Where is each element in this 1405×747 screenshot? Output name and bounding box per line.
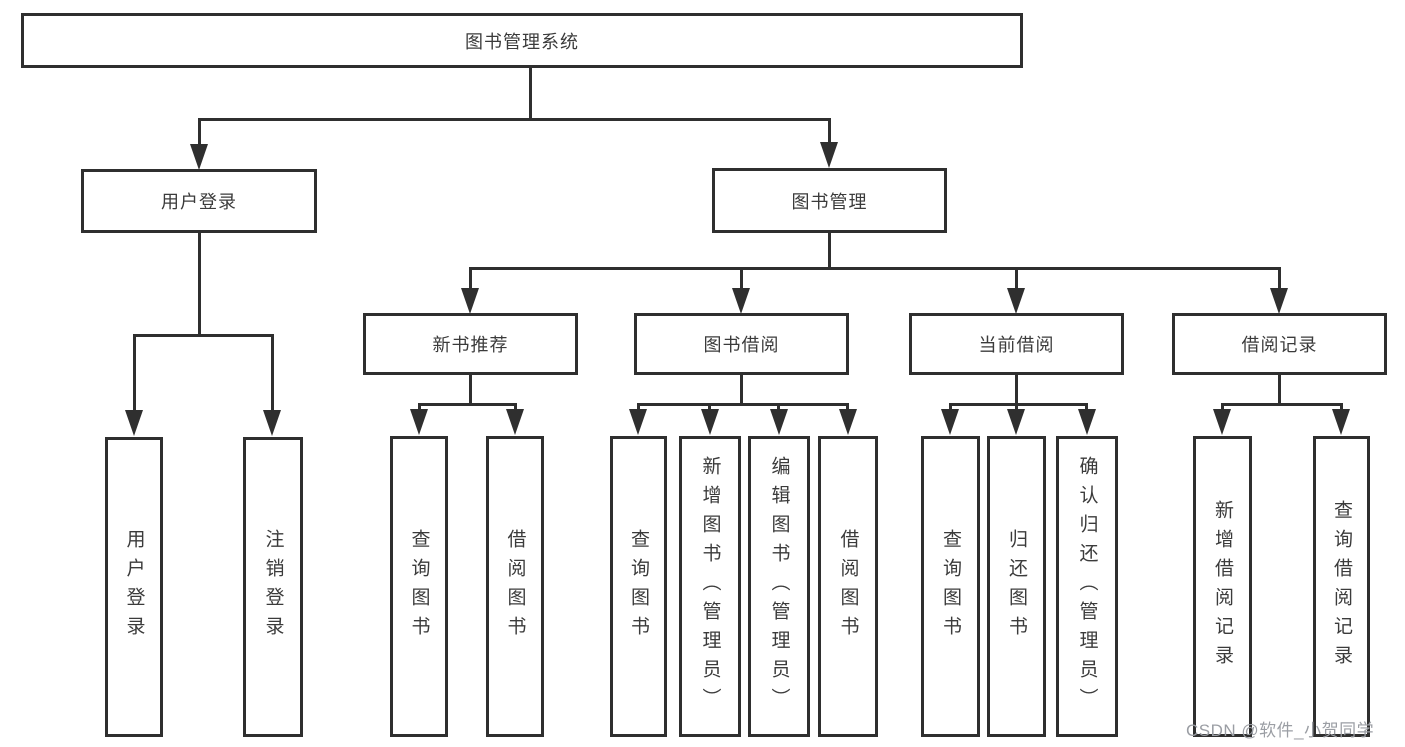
arrow-down-icon xyxy=(629,409,647,435)
node-user-login: 用户登录 xyxy=(81,169,317,233)
connector-line xyxy=(949,404,952,411)
connector-line xyxy=(708,404,711,411)
arrow-down-icon xyxy=(461,288,479,314)
connector-line xyxy=(1221,403,1343,406)
connector-line xyxy=(828,118,831,144)
arrow-down-icon xyxy=(125,410,143,436)
node-borrow-record: 借阅记录 xyxy=(1172,313,1387,375)
connector-line xyxy=(469,375,472,406)
arrow-down-icon xyxy=(820,142,838,168)
leaf-newbook-query-books: 查询图书 xyxy=(390,436,448,737)
connector-line xyxy=(514,404,517,411)
node-current-borrow-label: 当前借阅 xyxy=(978,335,1055,355)
connector-line xyxy=(1015,375,1018,406)
connector-line xyxy=(133,334,136,412)
leaf-borrow-add-books-admin: 新增图书（管理员） xyxy=(679,436,741,737)
connector-line xyxy=(846,404,849,411)
leaf-borrow-query-books: 查询图书 xyxy=(610,436,667,737)
node-new-book-recommend-label: 新书推荐 xyxy=(432,335,509,355)
leaf-logout: 注销登录 xyxy=(243,437,303,737)
arrow-down-icon xyxy=(1332,409,1350,435)
leaf-current-return-books: 归还图书 xyxy=(987,436,1046,737)
node-borrow-record-label: 借阅记录 xyxy=(1241,335,1318,355)
leaf-current-confirm-return-admin: 确认归还（管理员） xyxy=(1056,436,1118,737)
node-book-management: 图书管理 xyxy=(712,168,947,233)
leaf-newbook-borrow-books-label: 借阅图书 xyxy=(504,528,526,645)
connector-line xyxy=(1085,404,1088,411)
connector-line xyxy=(469,267,1281,270)
csdn-watermark: CSDN @软件_小贺同学 xyxy=(1186,721,1375,740)
node-library-system: 图书管理系统 xyxy=(21,13,1023,68)
leaf-user-login: 用户登录 xyxy=(105,437,163,737)
arrow-down-icon xyxy=(1270,288,1288,314)
connector-line xyxy=(529,68,532,121)
arrow-down-icon xyxy=(506,409,524,435)
connector-line xyxy=(271,334,274,412)
connector-line xyxy=(777,404,780,411)
node-book-borrow: 图书借阅 xyxy=(634,313,849,375)
leaf-newbook-query-books-label: 查询图书 xyxy=(408,528,430,645)
arrow-down-icon xyxy=(1007,409,1025,435)
leaf-borrow-edit-books-admin-label: 编辑图书（管理员） xyxy=(768,456,790,717)
leaf-record-query-borrow-record-label: 查询借阅记录 xyxy=(1331,499,1352,674)
connector-line xyxy=(133,334,274,337)
connector-line xyxy=(418,403,517,406)
arrow-down-icon xyxy=(701,409,719,435)
arrow-down-icon xyxy=(1007,288,1025,314)
leaf-user-login-label: 用户登录 xyxy=(123,529,145,645)
node-book-management-label: 图书管理 xyxy=(791,191,868,212)
arrow-down-icon xyxy=(263,410,281,436)
arrow-down-icon xyxy=(732,288,750,314)
connector-line xyxy=(1278,267,1281,290)
connector-line xyxy=(198,233,201,337)
leaf-current-return-books-label: 归还图书 xyxy=(1006,528,1027,645)
leaf-current-query-books: 查询图书 xyxy=(921,436,980,737)
connector-line xyxy=(469,267,472,290)
node-new-book-recommend: 新书推荐 xyxy=(363,313,578,375)
connector-line xyxy=(1015,404,1018,411)
connector-line xyxy=(828,233,831,270)
leaf-record-add-borrow-record-label: 新增借阅记录 xyxy=(1212,499,1233,674)
node-book-borrow-label: 图书借阅 xyxy=(703,335,780,355)
leaf-record-add-borrow-record: 新增借阅记录 xyxy=(1193,436,1252,737)
leaf-current-query-books-label: 查询图书 xyxy=(940,528,961,645)
leaf-borrow-edit-books-admin: 编辑图书（管理员） xyxy=(748,436,810,737)
connector-line xyxy=(198,118,831,121)
connector-line xyxy=(198,118,201,146)
connector-line xyxy=(740,267,743,290)
connector-line xyxy=(740,375,743,406)
arrow-down-icon xyxy=(839,409,857,435)
connector-line xyxy=(1221,404,1224,411)
leaf-borrow-add-books-admin-label: 新增图书（管理员） xyxy=(699,456,721,717)
arrow-down-icon xyxy=(941,409,959,435)
node-current-borrow: 当前借阅 xyxy=(909,313,1124,375)
connector-line xyxy=(418,404,421,411)
connector-line xyxy=(1015,267,1018,290)
leaf-current-confirm-return-admin-label: 确认归还（管理员） xyxy=(1076,456,1098,717)
arrow-down-icon xyxy=(1078,409,1096,435)
connector-line xyxy=(1340,404,1343,411)
leaf-borrow-borrow-books: 借阅图书 xyxy=(818,436,878,737)
node-library-system-label: 图书管理系统 xyxy=(465,31,579,52)
connector-line xyxy=(1278,375,1281,406)
node-user-login-label: 用户登录 xyxy=(161,192,237,212)
leaf-borrow-borrow-books-label: 借阅图书 xyxy=(837,528,859,645)
connector-line xyxy=(949,403,1088,406)
connector-line xyxy=(637,403,849,406)
leaf-newbook-borrow-books: 借阅图书 xyxy=(486,436,544,737)
leaf-record-query-borrow-record: 查询借阅记录 xyxy=(1313,436,1370,737)
connector-line xyxy=(637,404,640,411)
leaf-logout-label: 注销登录 xyxy=(262,529,284,645)
arrow-down-icon xyxy=(190,144,208,170)
leaf-borrow-query-books-label: 查询图书 xyxy=(628,528,649,645)
arrow-down-icon xyxy=(1213,409,1231,435)
arrow-down-icon xyxy=(410,409,428,435)
arrow-down-icon xyxy=(770,409,788,435)
